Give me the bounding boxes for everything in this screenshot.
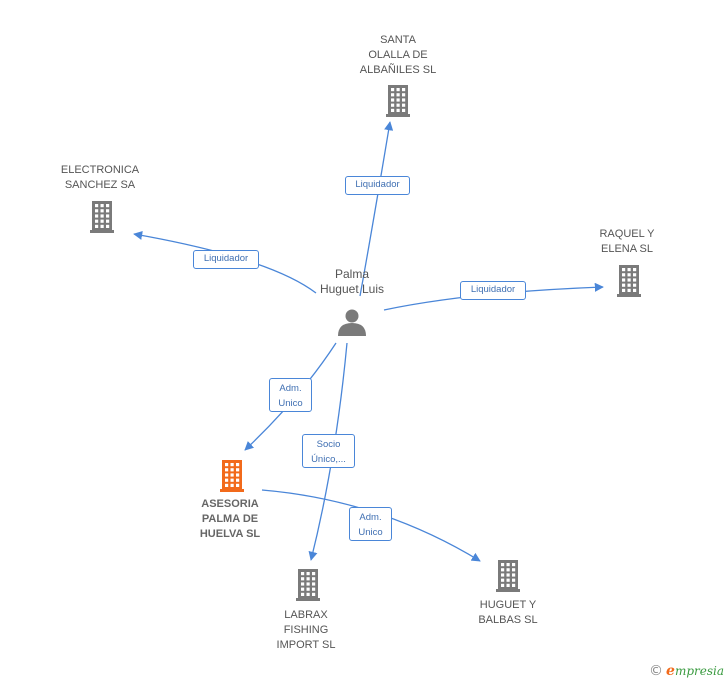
node-label-palma[interactable]: Palma Huguet Luis — [319, 267, 385, 296]
edge-label-palma-electronica[interactable]: Liquidador — [193, 250, 259, 269]
edge-label-palma-santa[interactable]: Liquidador — [345, 176, 410, 195]
building-icon-huguet — [496, 560, 520, 592]
person-icon-palma — [338, 309, 366, 336]
building-icon-santa — [386, 85, 410, 117]
node-label-raquel[interactable]: RAQUEL Y ELENA SL — [599, 228, 655, 255]
building-icon-labrax — [296, 569, 320, 601]
building-icon-raquel — [617, 265, 641, 297]
edge-label-palma-raquel[interactable]: Liquidador — [460, 281, 526, 300]
edge-label-palma-asesoria[interactable]: Adm. Unico — [269, 378, 312, 412]
brand-footer[interactable]: ©empresia — [649, 663, 724, 679]
edge-palma-santa — [359, 121, 394, 297]
building-icon-asesoria — [220, 460, 244, 492]
node-label-huguet[interactable]: HUGUET Y BALBAS SL — [478, 599, 538, 626]
node-label-santa[interactable]: SANTA OLALLA DE ALBAÑILES SL — [359, 33, 437, 76]
edge-label-palma-labrax[interactable]: Socio Único,... — [302, 434, 355, 468]
building-icon-electronica — [90, 201, 114, 233]
brand-logo-text: mpresia — [674, 664, 724, 678]
node-label-labrax[interactable]: LABRAX FISHING IMPORT SL — [276, 608, 336, 651]
brand-logo-initial: e — [666, 663, 675, 679]
edge-label-asesoria-huguet[interactable]: Adm. Unico — [349, 507, 392, 541]
node-label-electronica[interactable]: ELECTRONICA SANCHEZ SA — [60, 164, 140, 191]
node-label-asesoria[interactable]: ASESORIA PALMA DE HUELVA SL — [199, 497, 261, 540]
copyright-icon: © — [649, 663, 664, 679]
